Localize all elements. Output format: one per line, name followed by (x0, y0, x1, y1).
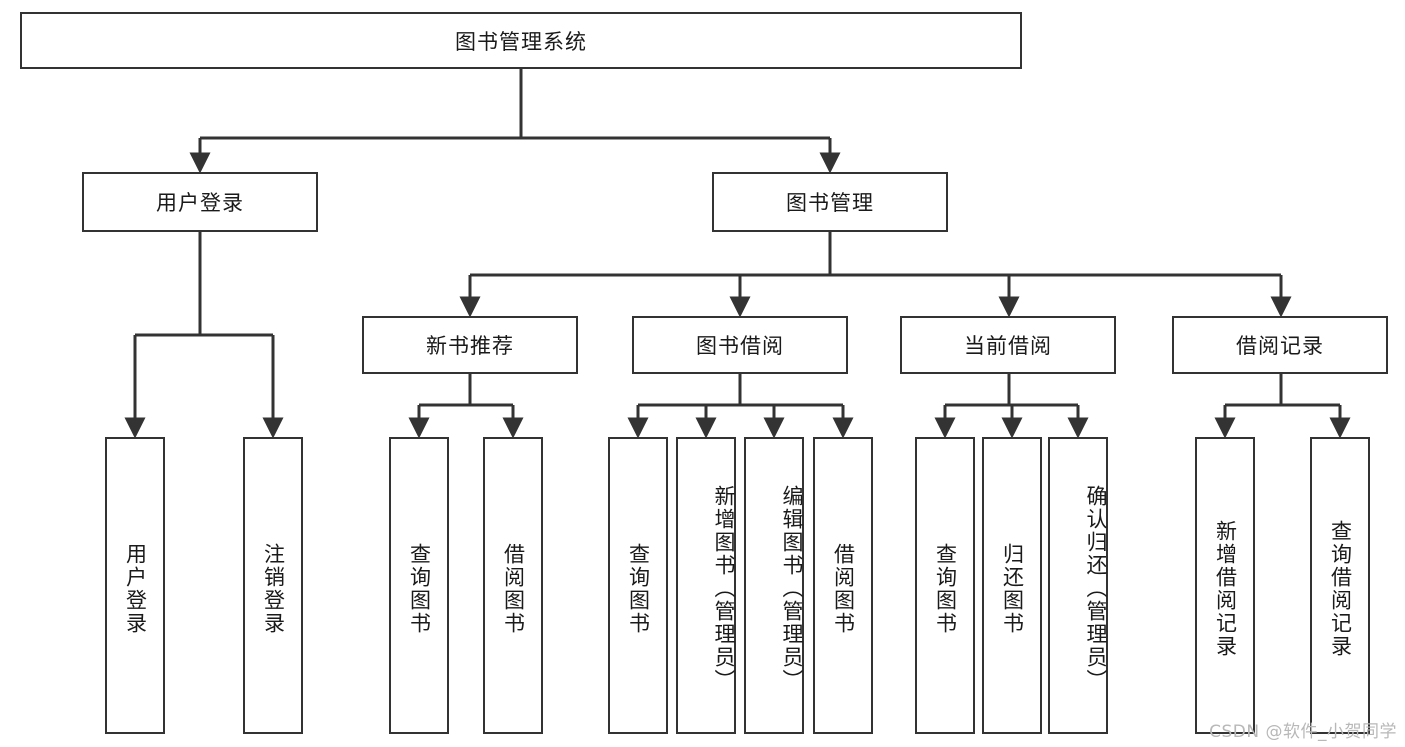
node-user-login-label: 用户登录 (156, 191, 244, 215)
node-book-management-label: 图书管理 (786, 191, 874, 215)
csdn-watermark: CSDN @软件_小贺同学 (1209, 722, 1397, 742)
leaf-book-borrow-add[interactable]: 新增图书（管理员） (676, 437, 736, 734)
leaf-current-borrow-query[interactable]: 查询图书 (915, 437, 975, 734)
leaf-new-book-query[interactable]: 查询图书 (389, 437, 449, 734)
leaf-label: 编辑图书（管理员） (780, 485, 804, 692)
node-current-borrow[interactable]: 当前借阅 (900, 316, 1116, 374)
node-borrow-record-label: 借阅记录 (1236, 334, 1324, 358)
leaf-current-borrow-return[interactable]: 归还图书 (982, 437, 1042, 734)
leaf-book-borrow-borrow[interactable]: 借阅图书 (813, 437, 873, 734)
leaf-current-borrow-confirm[interactable]: 确认归还（管理员） (1048, 437, 1108, 734)
leaf-label: 查询图书 (933, 542, 958, 635)
node-new-book-recommend-label: 新书推荐 (426, 334, 514, 358)
leaf-label: 查询图书 (626, 542, 651, 635)
leaf-label: 用户登录 (123, 542, 148, 635)
leaf-user-login-logout[interactable]: 注销登录 (243, 437, 303, 734)
leaf-label: 借阅图书 (501, 542, 526, 635)
leaf-new-book-borrow[interactable]: 借阅图书 (483, 437, 543, 734)
leaf-label: 新增图书（管理员） (712, 485, 736, 692)
node-root[interactable]: 图书管理系统 (20, 12, 1022, 69)
leaf-borrow-record-add[interactable]: 新增借阅记录 (1195, 437, 1255, 734)
node-new-book-recommend[interactable]: 新书推荐 (362, 316, 578, 374)
leaf-book-borrow-edit[interactable]: 编辑图书（管理员） (744, 437, 804, 734)
node-borrow-record[interactable]: 借阅记录 (1172, 316, 1388, 374)
node-user-login[interactable]: 用户登录 (82, 172, 318, 232)
leaf-label: 新增借阅记录 (1213, 519, 1238, 658)
leaf-label: 借阅图书 (831, 542, 856, 635)
leaf-label: 注销登录 (261, 542, 286, 635)
node-book-borrow[interactable]: 图书借阅 (632, 316, 848, 374)
leaf-label: 查询借阅记录 (1328, 519, 1353, 658)
leaf-user-login-login[interactable]: 用户登录 (105, 437, 165, 734)
leaf-label: 查询图书 (407, 542, 432, 635)
node-book-borrow-label: 图书借阅 (696, 334, 784, 358)
leaf-label: 归还图书 (1000, 542, 1025, 635)
node-book-management[interactable]: 图书管理 (712, 172, 948, 232)
node-current-borrow-label: 当前借阅 (964, 334, 1052, 358)
leaf-book-borrow-query[interactable]: 查询图书 (608, 437, 668, 734)
leaf-borrow-record-query[interactable]: 查询借阅记录 (1310, 437, 1370, 734)
leaf-label: 确认归还（管理员） (1084, 485, 1108, 692)
node-root-label: 图书管理系统 (455, 29, 587, 54)
